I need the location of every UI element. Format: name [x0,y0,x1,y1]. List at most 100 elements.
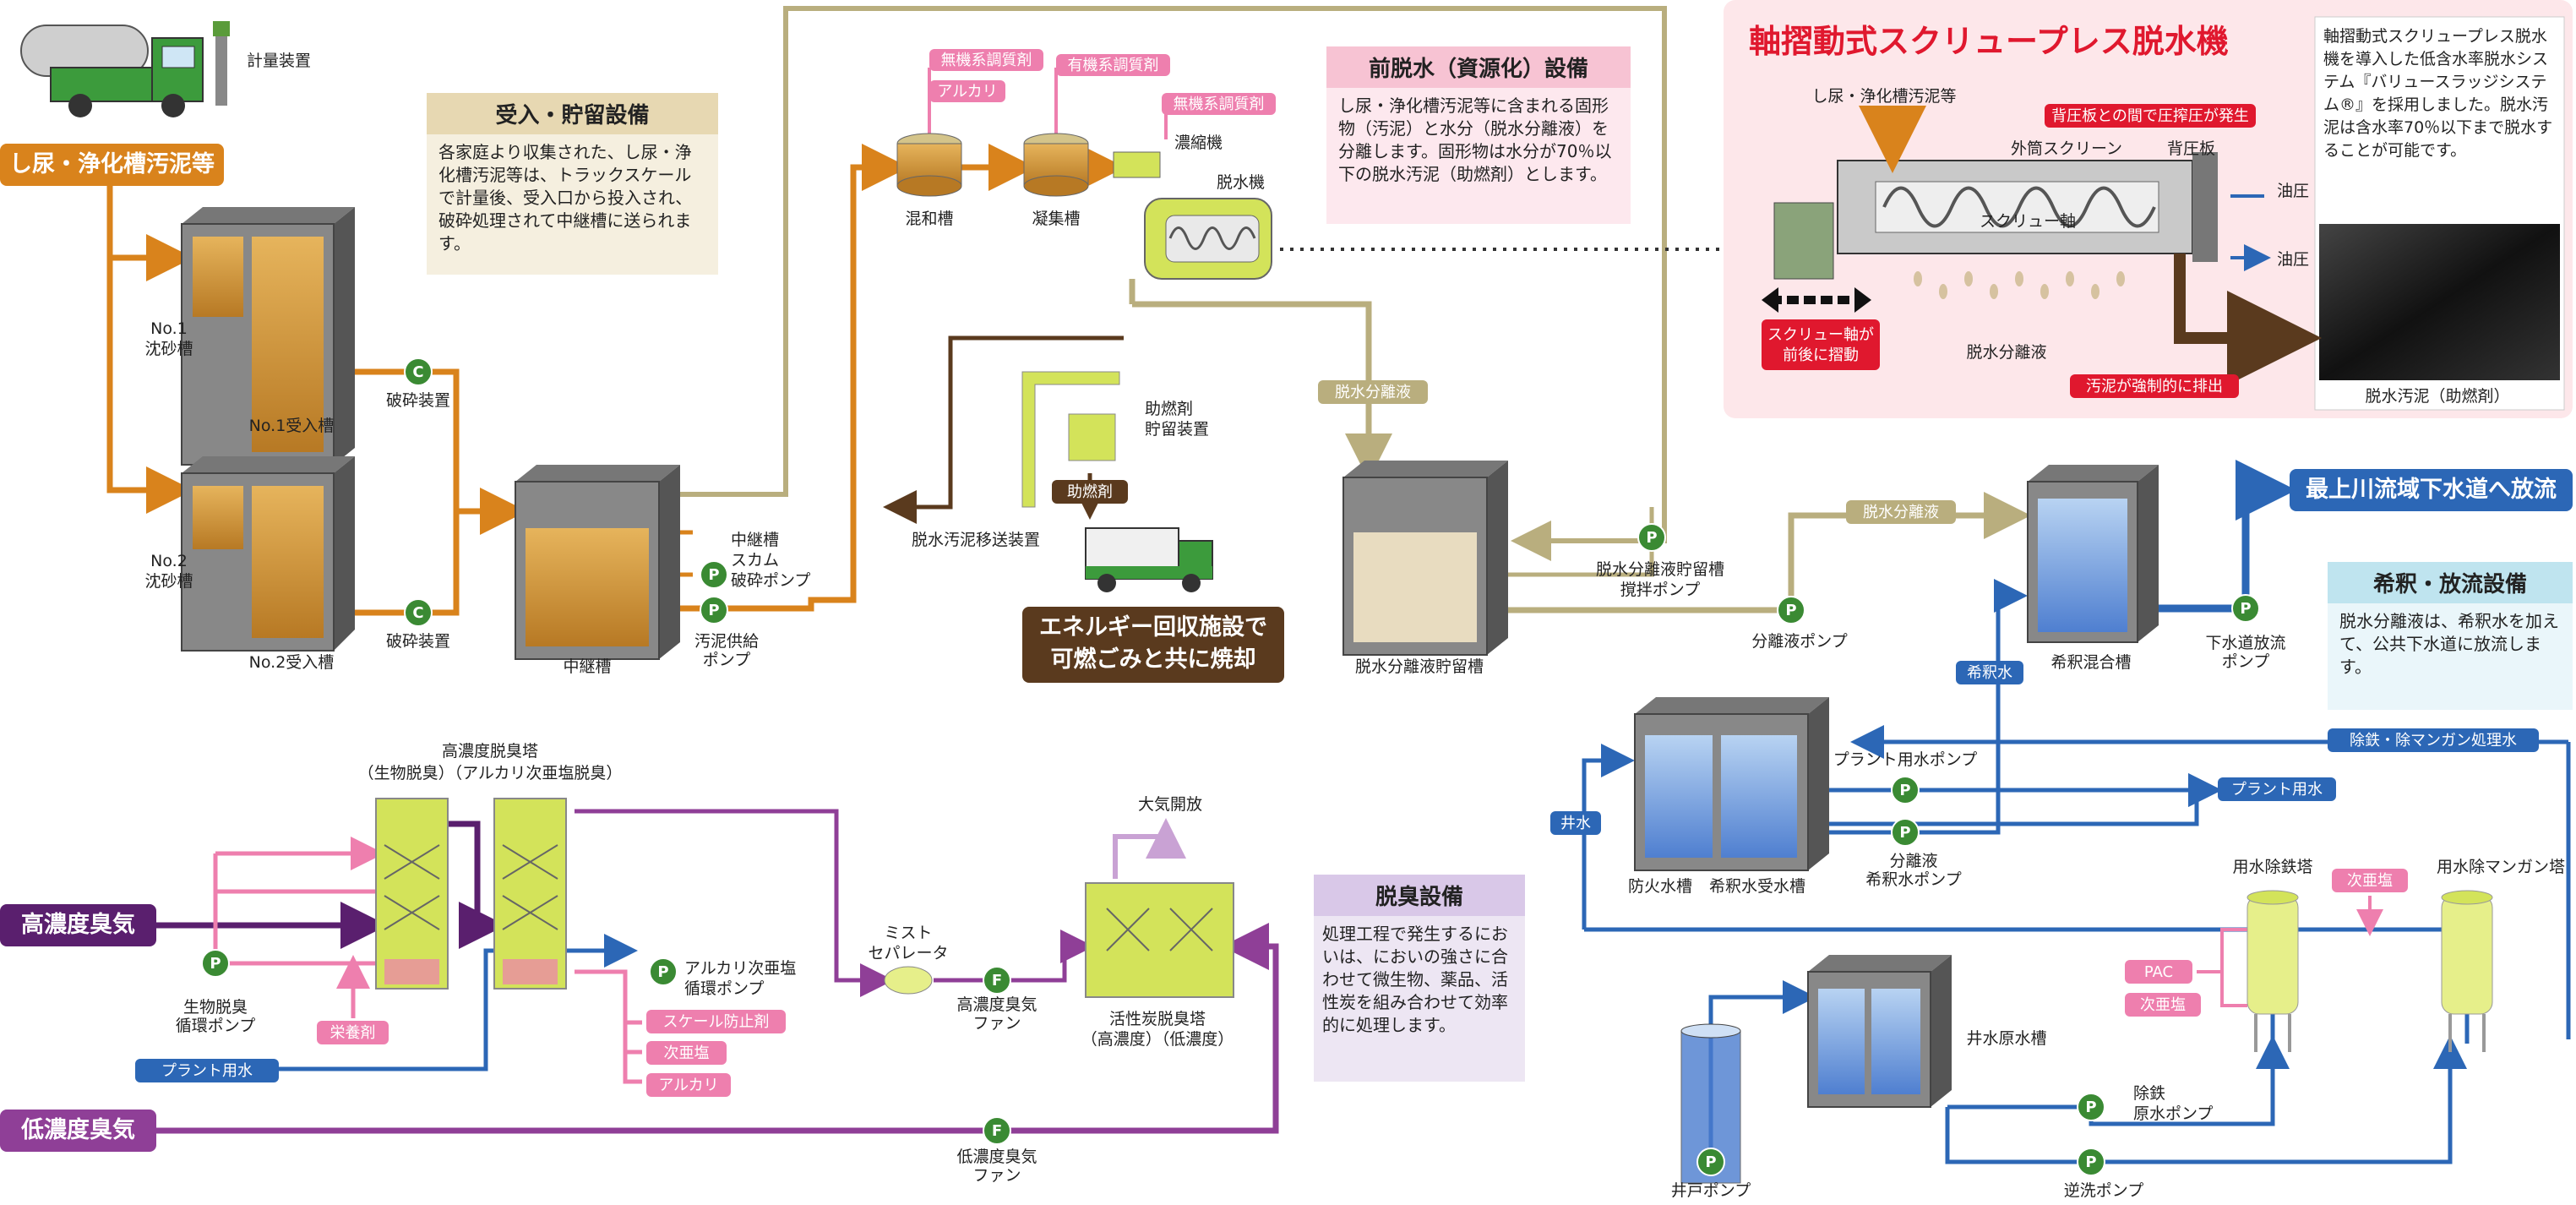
fe-raw-pump-badge-icon [2077,1093,2105,1121]
outer-screen-label: 外筒スクリーン [2011,139,2122,158]
truck-icon [20,25,204,117]
dilution-box-text: 脱水分離液は、希釈水を加えて、公共下水道に放流します。 [2339,611,2559,677]
crusher1-badge-icon [404,357,433,386]
alkali-top-tag-bg [929,80,1005,102]
scale-tag: スケール防止剤 [663,1013,770,1031]
raw-well-label: 井水原水槽 [1966,1029,2046,1048]
pipe-pink-alk [575,969,642,1084]
stir-pump-badge: P [1646,529,1657,547]
pipe-backwash [1945,1035,2467,1164]
pipe-sep-dil [1829,799,2001,835]
truck2-icon [1085,527,1213,592]
sewer-pump-label: 下水道放流ポンプ [2205,634,2285,671]
fe-tower-label: 用水除鉄塔 [2232,858,2312,876]
dil-water-tag-bg [1956,661,2023,684]
bio-pump-badge: P [210,955,221,973]
move-tag-bg [1762,319,1880,370]
dewatering-machine-icon [1113,151,1272,280]
meter-label: 計量装置 [247,52,311,70]
sludge-pump-badge: P [708,602,719,619]
fe-mn-tag: 除鉄・除マンガン処理水 [2350,732,2517,750]
carbon-tower-label: 活性炭脱臭塔（高濃度）（低濃度） [1081,1010,1234,1049]
back-plate-label: 背圧板 [2167,139,2215,158]
pipe-plant-pump [1829,773,2222,826]
pipe-sludge-transport [883,335,1124,524]
scale-tag-bg [646,1010,786,1033]
alk-tower-icon [493,798,567,990]
bio-tower-icon [375,798,449,990]
sep-liquid-v-tag-bg [1318,380,1428,404]
fe-tower-icon [2247,890,2299,1052]
lc-fan-badge-icon [983,1116,1011,1145]
mix-tank-label: 混和槽 [905,210,953,228]
filtrate-label: 脱水分離液 [1966,343,2046,362]
oil1-label: 油圧 [2277,182,2309,200]
alkali-top-tag: アルカリ [937,83,997,101]
plant-water2-tag: プラント用水 [161,1062,253,1080]
plant-water-tag: プラント用水 [2231,781,2323,799]
deodor-box: 脱臭設備 処理工程で発生するにおいは、においの強さに合わせて微生物、薬品、活性炭… [1314,875,1525,1082]
backwash-pump-label: 逆洗ポンプ [2064,1181,2143,1200]
dewater-label: 脱水機 [1217,173,1265,192]
aux-tag-bg [1052,480,1128,504]
crusher2-label: 破砕装置 [386,632,450,651]
sludge-pump-badge-icon [700,596,728,624]
sewer-pump-badge: P [2240,600,2251,618]
bio-pump-badge-icon [201,949,230,978]
sep-dil-pump-badge: P [1899,824,1910,842]
pipe-atmos [1113,818,1186,879]
receive-box-text: 各家庭より収集された、し尿・浄化槽汚泥等は、トラックスケールで計量後、受入口から… [438,142,693,254]
relay-label: 中継槽 [563,657,611,676]
receive-box-title: 受入・貯留設備 [427,93,718,134]
predewater-box-title: 前脱水（資源化）設備 [1326,46,1631,88]
back-pressure-tag-bg [2045,104,2256,128]
bio-pump-label: 生物脱臭循環ポンプ [176,998,255,1035]
lc-fan-label: 低濃度臭気ファン [956,1148,1037,1185]
sep-dil-pump-badge-icon [1891,818,1920,847]
inorg-tag: 無機系調質剤 [941,52,1032,69]
sludge-pump-label: 汚泥供給ポンプ [694,632,759,669]
hypo3-tag: 次亜塩 [664,1044,710,1062]
low-odor-tag: 低濃度臭気 [0,1110,156,1152]
inorg2-tag-bg [1162,93,1276,115]
source-tag: し尿・浄化槽汚泥等 [0,144,224,186]
coag-tank-icon [1023,133,1089,197]
crusher1-label: 破砕装置 [386,391,450,410]
sep-liquid-h-tag-bg [1846,500,1956,524]
plant-pump-badge-icon [1891,776,1920,804]
aux-storage-label: 助燃剤貯留装置 [1145,400,1209,439]
alk-pump-label: アルカリ次亜塩循環ポンプ [684,959,796,998]
well-pump-badge-icon [1696,1148,1725,1176]
fire-tank-label: 防火水槽 [1628,877,1692,896]
hypo-tag2: 次亜塩 [2140,996,2186,1014]
hypo-tag-bg [2332,869,2408,892]
cake-label: 脱水汚泥（助燃剤） [2365,387,2509,406]
alk-pump-badge: P [657,963,668,981]
sep-storage-tank [1342,461,1508,656]
screw-side-text: 軸摺動式スクリュープレス脱水機を導入した低含水率脱水システム『バリュースラッジシ… [2323,27,2553,160]
transport-chute-icon [1021,371,1120,508]
pipe-source-down [106,165,193,514]
dil-recv-label: 希釈水受水槽 [1709,877,1805,896]
sewer-pump-badge-icon [2231,594,2260,623]
pipe-pink-fe [2197,928,2247,1007]
equipment [20,21,2493,1184]
receiving-tank-1 [181,207,355,466]
energy-tag: エネルギー回収施設で 可燃ごみと共に焼却 [1022,607,1284,683]
nutrient-tag: 栄養剤 [330,1024,376,1042]
screw-inlet-label: し尿・浄化槽汚泥等 [1811,87,1956,106]
nutrient-tag-bg [317,1021,389,1044]
raw-well-tank [1807,955,1952,1108]
hc-fan-badge-icon [983,966,1011,995]
oil2-label: 油圧 [2277,250,2309,269]
dewatered-cake-photo [2319,224,2560,380]
deodor-box-text: 処理工程で発生するにおいは、においの強さに合わせて微生物、薬品、活性炭を組み合わ… [1322,924,1508,1035]
well-pump-badge: P [1705,1153,1716,1171]
mn-tower-label: 用水除マンガン塔 [2437,858,2565,876]
move-label: スクリュー軸が前後に摺動 [1767,326,1874,364]
dilution-box-title: 希釈・放流設備 [2328,562,2573,603]
inorg-tag-bg [929,49,1043,71]
crusher1-badge: C [412,363,423,381]
